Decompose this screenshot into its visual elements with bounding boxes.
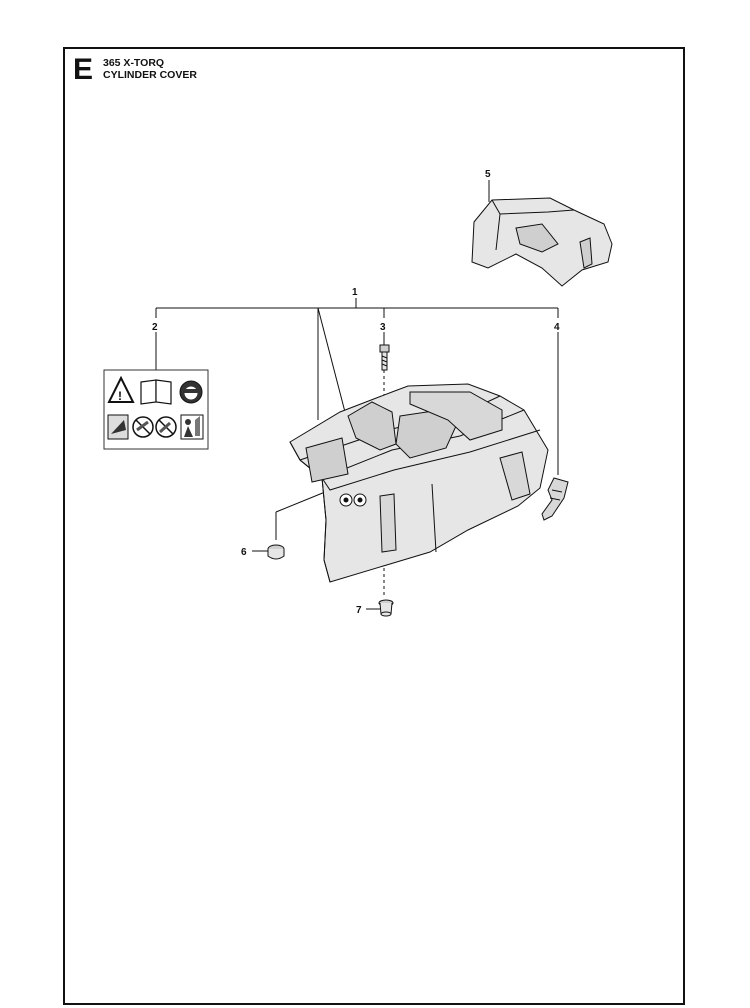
section-letter: E	[73, 53, 94, 86]
part-cover-clip	[541, 477, 569, 521]
part-sleeve	[378, 599, 394, 617]
callout-numbers: 1 2 3 4 5 6 7	[152, 169, 560, 616]
part-rubber-grommet	[267, 544, 285, 560]
part-top-cover	[471, 197, 613, 287]
hearing-protection-icon	[179, 380, 203, 404]
callout-1: 1	[352, 287, 358, 298]
callout-4: 4	[554, 322, 560, 333]
kickback-icon	[155, 416, 177, 438]
page-title: CYLINDER COVER	[103, 69, 197, 81]
title-block: 365 X-TORQ CYLINDER COVER	[103, 57, 197, 81]
chainsaw-hand-icon	[107, 414, 129, 440]
leader-line-housing-b	[317, 307, 346, 413]
model-name: 365 X-TORQ	[103, 57, 165, 69]
no-one-hand-icon	[132, 416, 154, 438]
manual-book-icon	[140, 379, 172, 405]
part-cylinder-cover	[289, 383, 549, 583]
operator-icon	[180, 414, 204, 440]
callout-6: 6	[241, 547, 247, 558]
callout-2: 2	[152, 322, 158, 333]
callout-3: 3	[380, 322, 386, 333]
choke-logo-icon	[339, 493, 367, 507]
warning-triangle-icon: !	[107, 375, 135, 403]
part-warning-decal: !	[103, 369, 209, 450]
svg-text:!: !	[118, 389, 122, 403]
callout-7: 7	[356, 605, 362, 616]
part-screw	[379, 344, 390, 371]
drawing-frame	[63, 47, 685, 1005]
leader-line-6c	[275, 489, 331, 513]
callout-5: 5	[485, 169, 491, 180]
